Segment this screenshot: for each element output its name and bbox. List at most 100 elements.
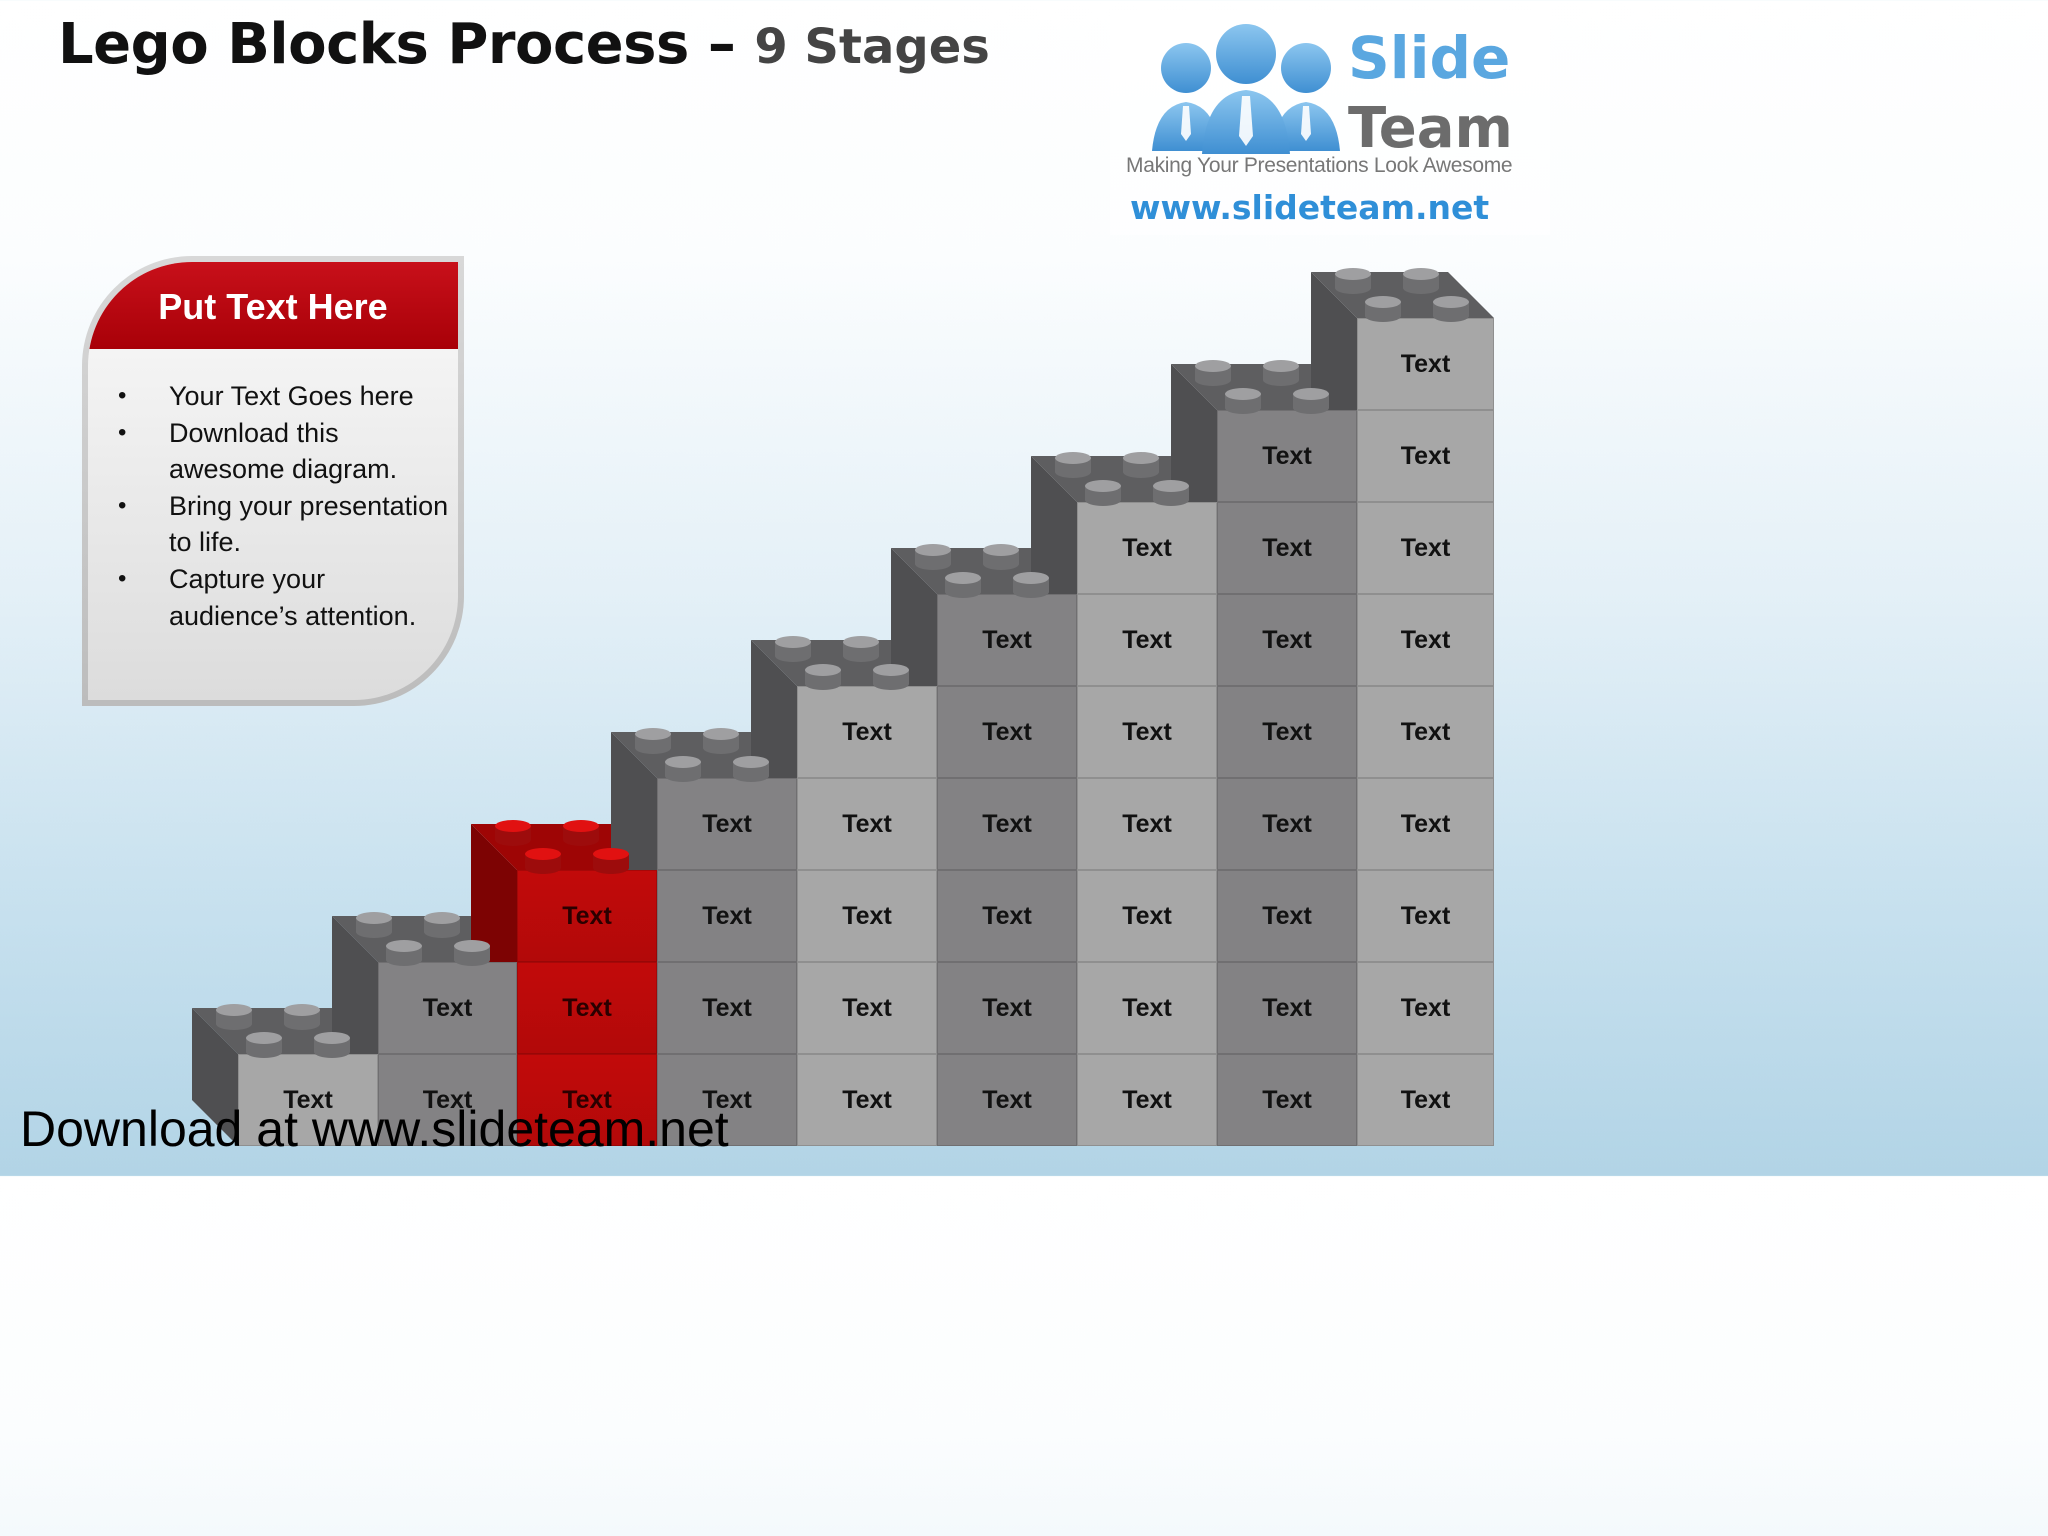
lego-stud [284, 1004, 320, 1030]
block-cell-label: Text [1217, 502, 1357, 594]
block-cell-label: Text [797, 686, 937, 778]
block-cell: Text [797, 870, 937, 962]
title-dash: – [707, 12, 736, 77]
block-cell-label: Text [1217, 594, 1357, 686]
logo-brand-bottom: Team [1348, 96, 1513, 161]
block-cell-label: Text [1077, 502, 1217, 594]
block-cell: Text [657, 1054, 797, 1146]
block-cell-label: Text [238, 1054, 378, 1146]
block-cell-label: Text [1357, 870, 1494, 962]
block-cell: Text [1077, 686, 1217, 778]
block-cell-label: Text [1077, 778, 1217, 870]
logo-tagline: Making Your Presentations Look Awesome [1126, 154, 1513, 177]
block-cell: Text [1357, 594, 1494, 686]
block-top-face [611, 732, 797, 778]
block-cell-label: Text [1357, 686, 1494, 778]
lego-stud [915, 544, 951, 570]
lego-stud [635, 728, 671, 754]
block-cell: Text [1357, 318, 1494, 410]
block-cell-label: Text [797, 1054, 937, 1146]
lego-stud [495, 820, 531, 846]
block-cell-label: Text [1077, 1054, 1217, 1146]
block-cell: Text [797, 686, 937, 778]
block-cell-label: Text [1357, 318, 1494, 410]
logo-url[interactable]: www.slideteam.net [1130, 188, 1490, 227]
block-cell: Text [1217, 778, 1357, 870]
block-cell: Text [1357, 502, 1494, 594]
block-cell: Text [1357, 962, 1494, 1054]
block-cell-label: Text [1357, 962, 1494, 1054]
block-cell-label: Text [1217, 686, 1357, 778]
block-cell: Text [1077, 594, 1217, 686]
block-cell: Text [1077, 502, 1217, 594]
block-cell: Text [1217, 962, 1357, 1054]
block-cell-label: Text [937, 962, 1077, 1054]
block-cell-label: Text [1217, 870, 1357, 962]
block-cell-label: Text [657, 778, 797, 870]
block-cell-label: Text [1217, 962, 1357, 1054]
block-cell-label: Text [1077, 962, 1217, 1054]
block-cell: Text [1217, 870, 1357, 962]
block-cell: Text [657, 870, 797, 962]
block-cell-label: Text [1217, 410, 1357, 502]
block-cell: Text [797, 778, 937, 870]
download-watermark: Download at www.slideteam.net [20, 1101, 729, 1157]
block-cell: Text [517, 1054, 657, 1146]
block-cell: Text [1217, 686, 1357, 778]
block-cell-label: Text [1357, 502, 1494, 594]
block-cell-label: Text [1217, 778, 1357, 870]
block-cell: Text [937, 594, 1077, 686]
block-cell: Text [1357, 1054, 1494, 1146]
block-cell: Text [1217, 502, 1357, 594]
lego-stud [983, 544, 1019, 570]
block-cell: Text [1357, 870, 1494, 962]
block-cell-label: Text [937, 594, 1077, 686]
page-title: Lego Blocks Process – 9 Stages [58, 12, 990, 77]
block-cell: Text [238, 1054, 378, 1146]
lego-stud [1195, 360, 1231, 386]
lego-stud [1055, 452, 1091, 478]
block-cell-label: Text [517, 870, 657, 962]
callout-body: Put Text Here Your Text Goes here Downlo… [88, 262, 458, 700]
block-cell-label: Text [797, 870, 937, 962]
lego-stud [843, 636, 879, 662]
callout-bullet: Download this awesome diagram. [111, 415, 451, 488]
block-top-face [751, 640, 937, 686]
block-cell: Text [1357, 410, 1494, 502]
block-cell-label: Text [378, 962, 517, 1054]
block-cell: Text [378, 962, 517, 1054]
title-sub: 9 Stages [754, 19, 990, 75]
block-cell-label: Text [937, 1054, 1077, 1146]
lego-stud [703, 728, 739, 754]
lego-stud [424, 912, 460, 938]
block-cell-label: Text [657, 962, 797, 1054]
block-cell-label: Text [937, 870, 1077, 962]
block-cell-label: Text [1217, 1054, 1357, 1146]
block-cell-label: Text [378, 1054, 517, 1146]
block-cell: Text [1217, 1054, 1357, 1146]
block-top-face [1031, 456, 1217, 502]
block-cell: Text [797, 962, 937, 1054]
logo-brand-top: Slide [1348, 24, 1511, 92]
callout-heading: Put Text Here [88, 262, 458, 349]
block-cell: Text [1357, 686, 1494, 778]
callout-bullet: Your Text Goes here [111, 378, 451, 415]
title-main: Lego Blocks Process [58, 12, 689, 77]
block-top-face [332, 916, 517, 962]
block-cell-label: Text [797, 962, 937, 1054]
block-cell: Text [1077, 962, 1217, 1054]
block-cell: Text [937, 686, 1077, 778]
block-cell: Text [517, 870, 657, 962]
lego-stud [775, 636, 811, 662]
lego-stud [1335, 268, 1371, 294]
block-cell: Text [657, 778, 797, 870]
lego-stud [356, 912, 392, 938]
block-top-face [1311, 272, 1494, 318]
block-top-face [192, 1008, 378, 1054]
block-cell: Text [1077, 1054, 1217, 1146]
block-cell-label: Text [1357, 410, 1494, 502]
block-top-face [471, 824, 657, 870]
lego-stud [1403, 268, 1439, 294]
block-cell-label: Text [517, 962, 657, 1054]
block-cell: Text [937, 778, 1077, 870]
